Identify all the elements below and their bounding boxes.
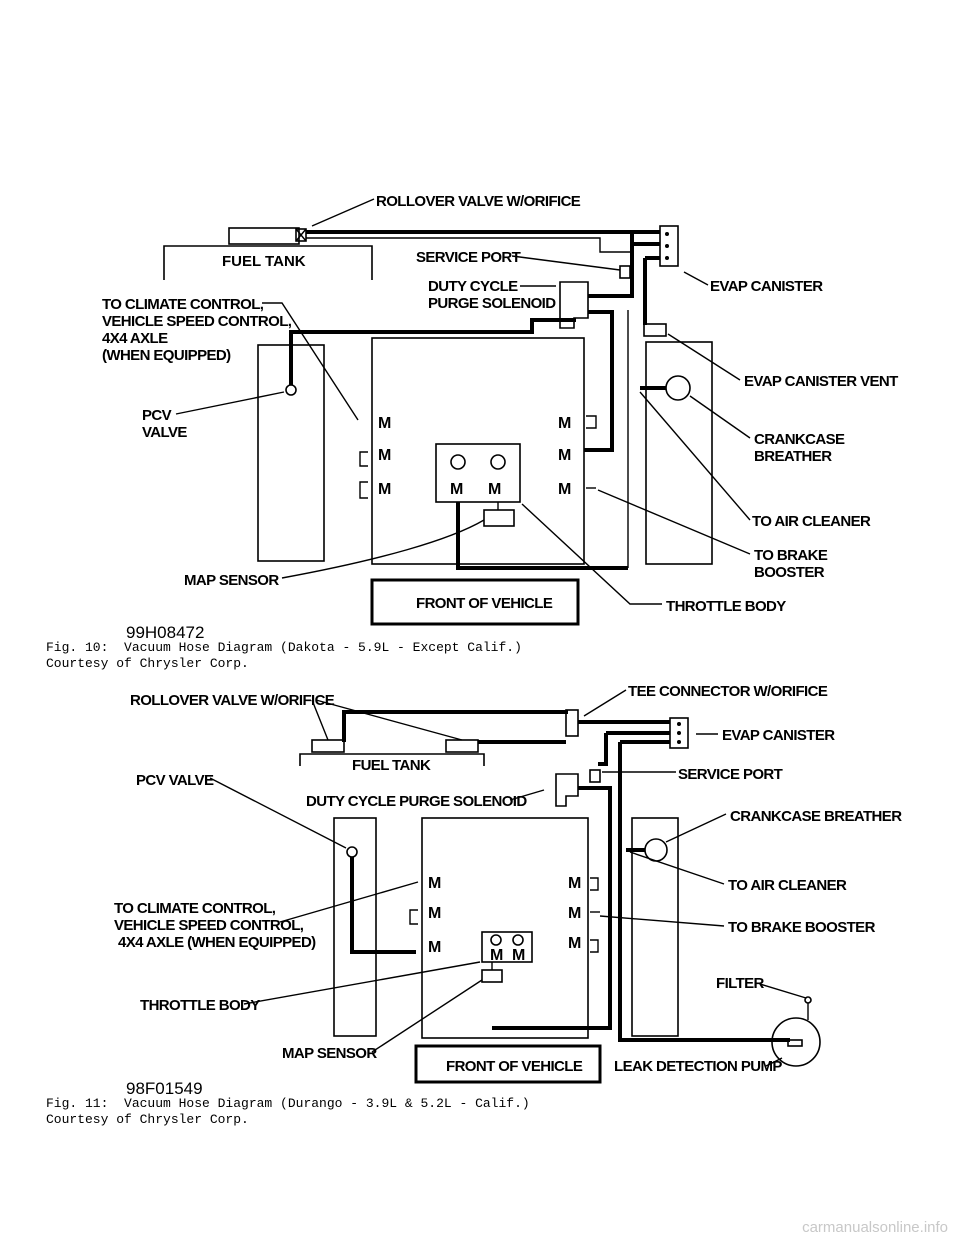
fig11-caption: Fig. 11: Vacuum Hose Diagram (Durango - …	[46, 1096, 530, 1111]
fig10-map-sensor	[483, 509, 515, 527]
fig10-port-m: M	[488, 481, 501, 498]
fig11-tee-label: TEE CONNECTOR W/ORIFICE	[628, 683, 828, 700]
watermark: carmanualsonline.info	[802, 1219, 948, 1236]
fig10-rollover-label: ROLLOVER VALVE W/ORIFICE	[376, 193, 581, 210]
fig11-leak-detection-pump	[771, 1017, 821, 1067]
fig11-rollover-label: ROLLOVER VALVE W/ORIFICE	[130, 692, 335, 709]
fig10-hose-pcv	[289, 318, 576, 385]
fig10-figure-id: 99H08472	[126, 623, 204, 642]
fig10-evap-canister-label: EVAP CANISTER	[710, 278, 823, 295]
fig11-front-label: FRONT OF VEHICLE	[446, 1058, 583, 1075]
fig11-figure-id: 98F01549	[126, 1079, 203, 1098]
fig11-front-of-vehicle	[414, 1044, 602, 1084]
fig10-pcv-valve	[285, 384, 297, 396]
fig10-fuel-tank-body	[228, 227, 300, 245]
fig10-rollover-leader	[311, 198, 375, 227]
fig10-climate-label-4: (WHEN EQUIPPED)	[102, 347, 231, 364]
fig10-front-of-vehicle	[370, 578, 580, 626]
fig11-port-m: M	[568, 935, 581, 952]
fig10-intake-manifold	[371, 337, 585, 565]
fig11-fuel-tank-bracket	[299, 753, 485, 766]
fig10-port-m: M	[558, 415, 571, 432]
fig10-fuel-tank-bracket	[163, 245, 373, 280]
fig10-brake-label-2: BOOSTER	[754, 564, 825, 581]
fig10-service-port-label: SERVICE PORT	[416, 249, 521, 266]
fig11-leak-pump-label: LEAK DETECTION PUMP	[614, 1058, 782, 1075]
fig11-duty-cycle-label: DUTY CYCLE PURGE SOLENOID	[306, 793, 527, 810]
fig10-brake-label-1: TO BRAKE	[754, 547, 828, 564]
fig10-front-label: FRONT OF VEHICLE	[416, 595, 553, 612]
fig11-rollover-valve-right	[445, 739, 479, 753]
fig10-crankcase-label-1: CRANKCASE	[754, 431, 845, 448]
fig11-left-valve-cover	[333, 817, 377, 1037]
fig10-climate-label-1: TO CLIMATE CONTROL,	[102, 296, 264, 313]
fig11-right-valve-cover	[631, 817, 679, 1037]
fig11-port-m: M	[490, 947, 503, 964]
fig11-filter	[804, 996, 812, 1004]
fig10-fuel-tank-label: FUEL TANK	[222, 253, 306, 270]
fig11-air-cleaner-label: TO AIR CLEANER	[728, 877, 847, 894]
fig11-map-sensor-label: MAP SENSOR	[282, 1045, 377, 1062]
fig10-right-valve-cover	[645, 341, 713, 565]
fig11-port-m: M	[568, 905, 581, 922]
fig11-climate-label-3: 4X4 AXLE (WHEN EQUIPPED)	[118, 934, 316, 951]
fig11-crankcase-label: CRANKCASE BREATHER	[730, 808, 902, 825]
fig10-port-m: M	[378, 447, 391, 464]
figure-11: ROLLOVER VALVE W/ORIFICE FUEL TANK TEE C…	[114, 683, 903, 1098]
fig10-service-port	[619, 265, 631, 279]
fig10-evap-canister-vent	[643, 323, 667, 337]
figure-10: FUEL TANK ROLLOVER VALVE W/ORIFICE EVAP …	[102, 193, 899, 642]
fig11-throttle-label: THROTTLE BODY	[140, 997, 260, 1014]
fig11-climate-label-2: VEHICLE SPEED CONTROL,	[114, 917, 304, 934]
fig11-credit: Courtesy of Chrysler Corp.	[46, 1112, 249, 1127]
fig10-climate-label-2: VEHICLE SPEED CONTROL,	[102, 313, 292, 330]
fig10-pcv-label-1: PCV	[142, 407, 172, 424]
fig10-rollover-valve	[295, 228, 307, 242]
fig10-duty-cycle-label-1: DUTY CYCLE	[428, 278, 518, 295]
fig10-port-m: M	[558, 447, 571, 464]
fig10-port-m: M	[558, 481, 571, 498]
fig11-purge-solenoid	[555, 773, 579, 807]
fig10-credit: Courtesy of Chrysler Corp.	[46, 656, 249, 671]
fig11-throttle-body	[481, 931, 533, 963]
fig11-rollover-valve-left	[311, 739, 345, 753]
fig11-port-m: M	[512, 947, 525, 964]
fig10-crankcase-label-2: BREATHER	[754, 448, 832, 465]
fig11-pcv-valve	[346, 846, 358, 858]
fig11-evap-canister-label: EVAP CANISTER	[722, 727, 835, 744]
fig10-air-cleaner-label: TO AIR CLEANER	[752, 513, 871, 530]
fig11-climate-label-1: TO CLIMATE CONTROL,	[114, 900, 276, 917]
fig10-port-m: M	[378, 415, 391, 432]
fig10-map-sensor-label: MAP SENSOR	[184, 572, 279, 589]
fig11-map-sensor	[481, 969, 503, 983]
fig10-caption: Fig. 10: Vacuum Hose Diagram (Dakota - 5…	[46, 640, 522, 655]
fig10-duty-cycle-label-2: PURGE SOLENOID	[428, 295, 556, 312]
fig11-port-m: M	[568, 875, 581, 892]
fig10-pcv-label-2: VALVE	[142, 424, 187, 441]
fig11-pcv-label: PCV VALVE	[136, 772, 214, 789]
fig11-brake-label: TO BRAKE BOOSTER	[728, 919, 876, 936]
fig11-port-m: M	[428, 905, 441, 922]
fig10-throttle-label: THROTTLE BODY	[666, 598, 786, 615]
fig11-port-m: M	[428, 939, 441, 956]
fig10-climate-label-3: 4X4 AXLE	[102, 330, 168, 347]
fig10-crankcase-breather	[665, 375, 691, 401]
fig11-intake-manifold	[421, 817, 589, 1039]
fig11-port-m: M	[428, 875, 441, 892]
fig10-throttle-body	[435, 443, 521, 503]
fig11-fuel-tank-label: FUEL TANK	[352, 757, 431, 774]
fig11-service-port	[589, 769, 601, 783]
fig11-filter-label: FILTER	[716, 975, 765, 992]
fig10-port-m: M	[450, 481, 463, 498]
fig10-port-m: M	[378, 481, 391, 498]
fig10-evap-vent-label: EVAP CANISTER VENT	[744, 373, 898, 390]
fig11-service-port-label: SERVICE PORT	[678, 766, 783, 783]
